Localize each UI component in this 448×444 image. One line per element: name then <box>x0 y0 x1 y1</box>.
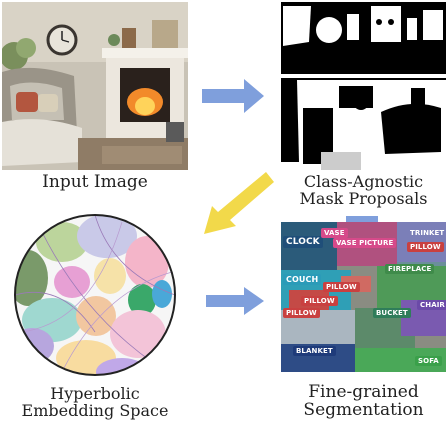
input-image-photo <box>2 2 188 170</box>
label-clock: CLOCK <box>283 236 323 248</box>
label-pillow-b: PILLOW <box>283 308 320 318</box>
caption-fine-grained: Fine-grained Segmentation <box>281 382 446 420</box>
hyperbolic-disk-panel <box>2 212 188 378</box>
caption-mask-line2: Mask Proposals <box>299 188 428 208</box>
caption-mask-line1: Class-Agnostic <box>303 172 424 191</box>
label-pillow-c: PILLOW <box>407 242 444 252</box>
caption-hyperbolic-line1: Hyperbolic <box>50 384 140 403</box>
living-room-photo <box>2 2 188 170</box>
label-vase-picture: VASE PICTURE <box>333 238 397 248</box>
label-bucket: BUCKET <box>373 308 411 318</box>
label-sofa: SOFA <box>415 356 442 366</box>
label-vase: VASE <box>321 228 348 238</box>
caption-input-line: Input Image <box>42 172 148 192</box>
caption-mask-proposals: Class-Agnostic Mask Proposals <box>281 172 446 208</box>
mask-proposals-panel <box>281 2 446 170</box>
caption-hyperbolic-line2: Embedding Space <box>21 400 169 420</box>
label-couch: COUCH <box>283 274 322 285</box>
label-trinket: TRINKET <box>407 228 446 238</box>
arrow-right-bottom <box>206 287 264 315</box>
label-blanket: BLANKET <box>293 346 336 356</box>
binary-masks <box>281 2 446 170</box>
poincare-disk <box>14 214 176 376</box>
segmentation-panel: CLOCK VASE VASE PICTURE TRINKET PILLOW F… <box>281 222 446 372</box>
label-fireplace: FIREPLACE <box>385 264 435 274</box>
arrow-diagonal-yellow <box>204 172 274 234</box>
caption-fine-line2: Segmentation <box>303 399 424 420</box>
label-pillow-top: PILLOW <box>323 282 360 292</box>
caption-input-image: Input Image <box>2 172 188 192</box>
label-pillow-a: PILLOW <box>301 296 338 306</box>
label-chair: CHAIR <box>417 300 446 310</box>
caption-hyperbolic: Hyperbolic Embedding Space <box>2 384 188 420</box>
caption-fine-line1: Fine-grained <box>308 382 419 402</box>
arrow-right-top <box>202 79 264 113</box>
